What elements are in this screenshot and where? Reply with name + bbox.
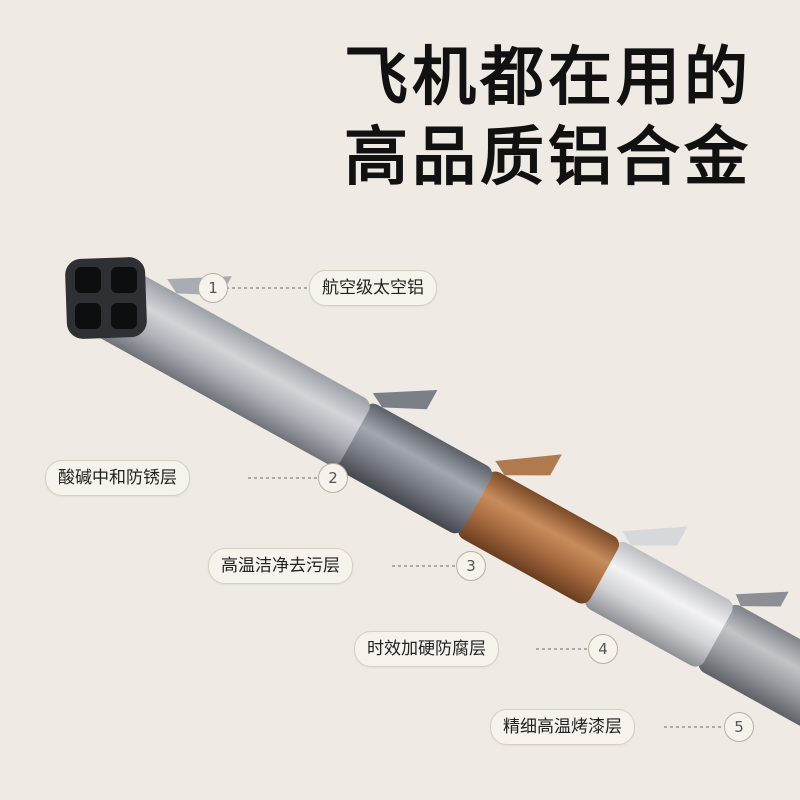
layer-5-label: 精细高温烤漆层 [490, 709, 635, 745]
headline: 飞机都在用的 高品质铝合金 [344, 38, 752, 198]
tube-segment-2 [335, 390, 493, 534]
layer-2-label: 酸碱中和防锈层 [45, 460, 190, 496]
layer-5-number-badge: 5 [724, 712, 754, 742]
layer-3-number-badge: 3 [456, 551, 486, 581]
layer-4-number-badge: 4 [588, 634, 618, 664]
layer-1-number-badge: 1 [198, 273, 228, 303]
tube-segment-3 [458, 454, 619, 604]
leader-lines [226, 287, 726, 728]
layer-2-number-badge: 2 [318, 463, 348, 493]
tube [95, 270, 800, 791]
headline-line-1: 飞机都在用的 [344, 41, 752, 115]
layer-4-label: 时效加硬防腐层 [354, 631, 499, 667]
layer-1-label: 航空级太空铝 [309, 270, 437, 306]
layer-3-label: 高温洁净去污层 [208, 548, 353, 584]
tube-segment-5 [698, 591, 800, 791]
tube-segment-4 [584, 526, 733, 667]
headline-line-2: 高品质铝合金 [344, 121, 752, 195]
tube-end-cap [65, 257, 147, 339]
